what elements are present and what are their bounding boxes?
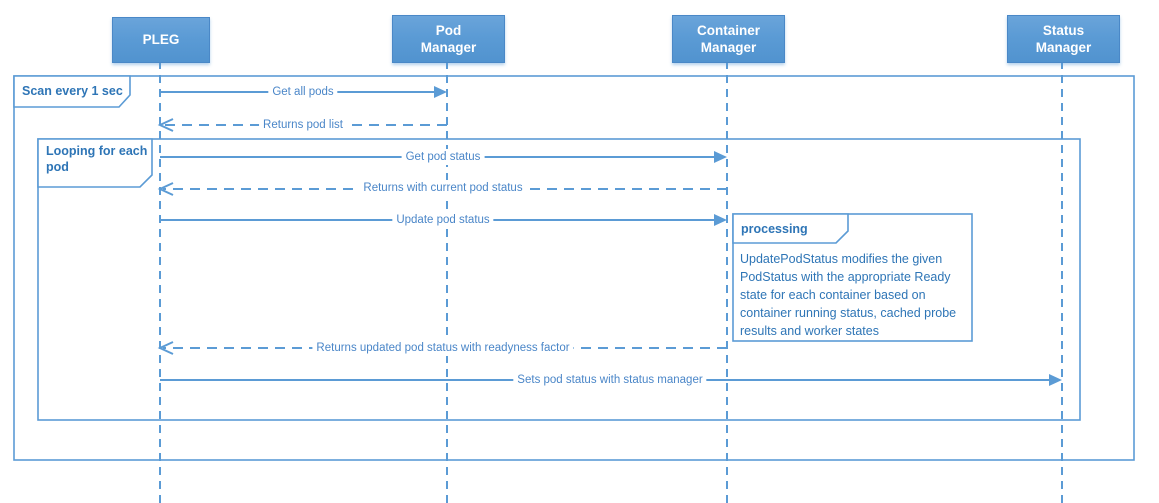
actor-container-manager-label-line2: Manager [700, 40, 757, 55]
actor-pod-manager-label-line2: Manager [420, 40, 477, 55]
actor-pleg-label: PLEG [142, 32, 180, 48]
actor-container-manager: Container Manager [672, 15, 785, 63]
message-label-returns-pod-list: Returns pod list [259, 117, 347, 133]
actor-pleg: PLEG [112, 17, 210, 63]
actor-pod-manager: Pod Manager [392, 15, 505, 63]
arrowhead-returns-pod-list [157, 118, 174, 132]
actor-status-manager-label: Status [1042, 22, 1085, 38]
actor-container-manager-label: Container [696, 22, 760, 38]
fragment-loop-label-pentagon [37, 138, 153, 188]
arrowhead-update-pod-status [714, 214, 727, 226]
fragment-loop-label: Looping for each pod [46, 144, 148, 174]
fragment-scan-border [13, 75, 1135, 461]
fragment-scan-label: Scan every 1 sec [22, 84, 123, 98]
fragment-scan-label-pentagon [13, 75, 131, 108]
note-processing-body: UpdatePodStatus modifies the given PodSt… [740, 252, 957, 338]
message-label-sets-pod-status: Sets pod status with status manager [513, 372, 707, 388]
note-processing-label-pentagon [732, 213, 849, 244]
arrowhead-sets-pod-status [1049, 374, 1062, 386]
arrowhead-get-pod-status [714, 151, 727, 163]
arrowhead-returns-updated-status [157, 341, 174, 355]
message-label-update-pod-status: Update pod status [392, 212, 494, 228]
message-label-returns-updated-status: Returns updated pod status with readynes… [312, 340, 574, 356]
message-label-get-pod-status: Get pod status [401, 149, 485, 165]
message-label-returns-current-status: Returns with current pod status [359, 180, 527, 196]
note-processing-title: processing [741, 222, 808, 236]
fragment-loop-border [37, 138, 1081, 421]
arrowhead-returns-current-status [157, 182, 174, 196]
actor-status-manager-label-line2: Manager [1035, 40, 1092, 55]
message-label-get-all-pods: Get all pods [268, 84, 338, 100]
arrowhead-get-all-pods [434, 86, 447, 98]
actor-pod-manager-label: Pod [435, 22, 462, 38]
actor-status-manager: Status Manager [1007, 15, 1120, 63]
